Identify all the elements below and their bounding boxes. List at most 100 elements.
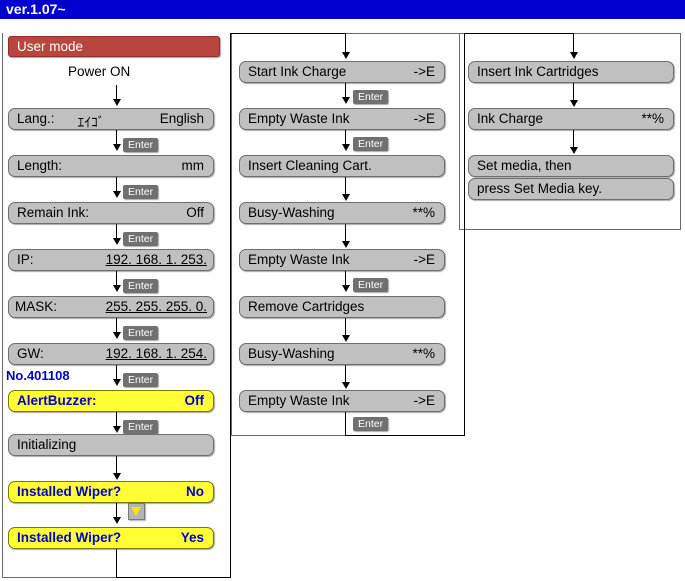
chevron-down-icon <box>131 507 141 516</box>
row-remain-ink[interactable]: Remain Ink: Off <box>8 202 214 224</box>
enter-key[interactable]: Enter <box>123 232 159 246</box>
row-empty-waste-ink-1[interactable]: Empty Waste Ink ->E <box>239 108 445 130</box>
flow-arrow <box>570 100 578 107</box>
row-ip-value: 192. 168. 1. 253. <box>105 252 207 267</box>
row-empty-waste-ink-2-value: ->E <box>413 252 435 267</box>
flow-arrow <box>113 517 121 524</box>
row-busy-washing-2: Busy-Washing **% <box>239 343 445 365</box>
row-busy-washing-2-value: **% <box>412 346 435 361</box>
enter-key[interactable]: Enter <box>123 373 159 387</box>
row-ip[interactable]: IP: 192. 168. 1. 253. <box>8 249 214 271</box>
flow-arrow <box>113 473 121 480</box>
row-busy-washing-1-value: **% <box>412 205 435 220</box>
row-lang[interactable]: Lang.: ｴｲｺﾞ English <box>8 108 214 130</box>
left-frame-edge-left <box>2 33 3 578</box>
flow-line <box>345 412 346 436</box>
enter-key[interactable]: Enter <box>123 138 159 152</box>
left-header-user-mode: User mode <box>8 36 220 57</box>
row-alert-buzzer-value: Off <box>184 393 205 408</box>
row-start-ink-charge-value: ->E <box>413 64 435 79</box>
flow-line <box>345 83 346 100</box>
flow-line <box>116 503 117 520</box>
flow-line <box>464 33 574 34</box>
flow-line <box>116 412 117 429</box>
row-set-media-line1-label: Set media, then <box>477 158 572 173</box>
row-set-media-line2-label: press Set Media key. <box>477 181 603 196</box>
enter-key[interactable]: Enter <box>123 185 159 199</box>
row-remove-cartridges: Remove Cartridges <box>239 296 445 318</box>
flow-line <box>116 130 117 147</box>
row-empty-waste-ink-3[interactable]: Empty Waste Ink ->E <box>239 390 445 412</box>
serial-number-label: No.401108 <box>6 368 70 383</box>
flow-arrow <box>113 379 121 386</box>
flow-arrow <box>570 147 578 154</box>
flow-line <box>116 224 117 241</box>
row-busy-washing-1: Busy-Washing **% <box>239 202 445 224</box>
row-alert-buzzer-label: AlertBuzzer: <box>17 393 97 408</box>
row-installed-wiper-yes-label: Installed Wiper? <box>17 530 122 545</box>
flow-line <box>345 271 346 288</box>
flow-line <box>116 549 117 577</box>
row-set-media-line1: Set media, then <box>468 155 674 177</box>
row-gw-value: 192. 168. 1. 254. <box>105 346 207 361</box>
enter-key[interactable]: Enter <box>123 420 159 434</box>
row-start-ink-charge[interactable]: Start Ink Charge ->E <box>239 61 445 83</box>
row-remain-ink-value: Off <box>186 205 204 220</box>
row-initializing: Initializing <box>8 434 214 456</box>
row-length-value: mm <box>181 158 205 173</box>
flow-line <box>345 435 465 436</box>
row-empty-waste-ink-3-value: ->E <box>413 393 435 408</box>
middle-column-frame <box>231 33 465 436</box>
flow-line <box>573 33 574 55</box>
enter-key[interactable]: Enter <box>353 278 389 292</box>
flow-line <box>116 456 117 476</box>
row-length-label: Length: <box>17 158 63 173</box>
flow-arrow <box>342 97 350 104</box>
flow-line <box>345 318 346 338</box>
row-mask[interactable]: MASK: 255. 255. 255. 0. <box>8 296 214 318</box>
flow-arrow <box>342 335 350 342</box>
row-alert-buzzer[interactable]: AlertBuzzer: Off <box>8 390 214 412</box>
row-length[interactable]: Length: mm <box>8 155 214 177</box>
row-installed-wiper-yes[interactable]: Installed Wiper? Yes <box>8 527 214 549</box>
flow-arrow <box>342 194 350 201</box>
flow-arrow <box>113 332 121 339</box>
row-installed-wiper-no-value: No <box>186 484 204 499</box>
enter-key[interactable]: Enter <box>123 279 159 293</box>
row-set-media-line2: press Set Media key. <box>468 178 674 200</box>
row-installed-wiper-no-label: Installed Wiper? <box>17 484 122 499</box>
enter-key[interactable]: Enter <box>123 326 159 340</box>
row-insert-ink-cartridges: Insert Ink Cartridges <box>468 61 674 83</box>
row-insert-cleaning-cart: Insert Cleaning Cart. <box>239 155 445 177</box>
row-busy-washing-1-label: Busy-Washing <box>248 205 335 220</box>
flow-line <box>464 33 465 436</box>
row-remain-ink-label: Remain Ink: <box>17 205 90 220</box>
flow-line <box>116 318 117 335</box>
flow-line <box>116 177 117 194</box>
user-mode-label: User mode <box>17 39 84 54</box>
flow-arrow <box>342 52 350 59</box>
row-installed-wiper-no[interactable]: Installed Wiper? No <box>8 481 214 503</box>
down-arrow-key[interactable] <box>128 503 145 520</box>
enter-key[interactable]: Enter <box>353 90 389 104</box>
row-initializing-label: Initializing <box>17 437 77 452</box>
row-lang-kana: ｴｲｺﾞ <box>77 115 105 130</box>
row-empty-waste-ink-1-label: Empty Waste Ink <box>248 111 350 126</box>
row-insert-ink-cartridges-label: Insert Ink Cartridges <box>477 64 599 79</box>
flow-line <box>116 271 117 288</box>
row-ink-charge-value: **% <box>641 111 664 126</box>
row-empty-waste-ink-1-value: ->E <box>413 111 435 126</box>
enter-key[interactable]: Enter <box>353 417 389 431</box>
row-mask-value: 255. 255. 255. 0. <box>105 299 207 314</box>
row-ip-label: IP: <box>17 252 34 267</box>
flow-arrow <box>113 144 121 151</box>
row-empty-waste-ink-2[interactable]: Empty Waste Ink ->E <box>239 249 445 271</box>
flow-arrow <box>342 382 350 389</box>
row-gw[interactable]: GW: 192. 168. 1. 254. <box>8 343 214 365</box>
flow-arrow <box>113 238 121 245</box>
flow-line <box>345 224 346 244</box>
row-lang-label: Lang.: <box>17 111 55 126</box>
enter-key[interactable]: Enter <box>353 137 389 151</box>
row-lang-value: English <box>159 111 204 126</box>
flow-arrow <box>570 52 578 59</box>
